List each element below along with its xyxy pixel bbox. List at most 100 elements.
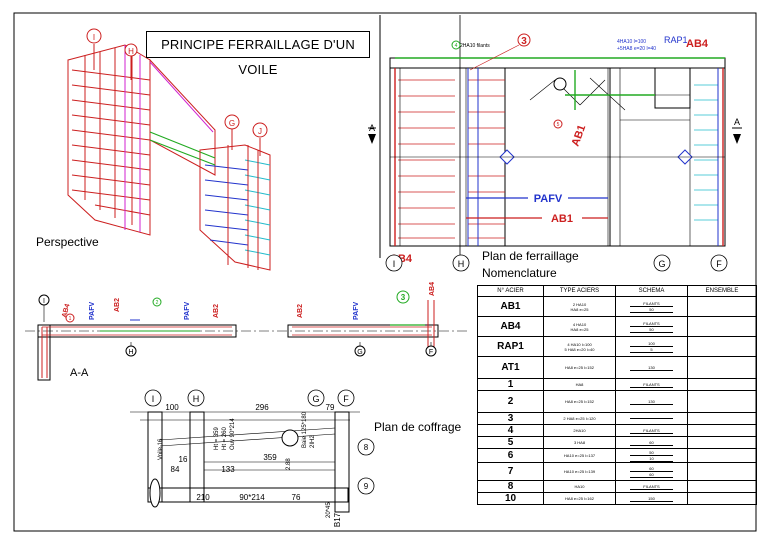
schema-note: 60 xyxy=(630,472,673,478)
steel-schema: 130 xyxy=(615,356,688,379)
header-schema: SCHEMA xyxy=(615,285,688,297)
steel-type-line: 5 HA8 e=20 l=40 xyxy=(564,346,595,352)
schema-note: FILANTS xyxy=(630,301,673,307)
plan-axis-h: H xyxy=(458,259,465,269)
v-288: 2.88 xyxy=(286,458,292,470)
steel-type: HA8 e=25 l=152 xyxy=(543,356,616,379)
steel-type: HA10 xyxy=(543,480,616,493)
steel-type-line: 2HA10 xyxy=(573,428,586,433)
plan-axis-f: F xyxy=(716,259,722,269)
schema-note xyxy=(630,418,673,419)
steel-ensemble xyxy=(687,336,757,357)
steel-type-line: HA8 e=25 xyxy=(570,326,589,332)
cof-axis-8: 8 xyxy=(364,443,369,452)
v-baie: Baie 125*180 xyxy=(302,411,308,448)
steel-ensemble xyxy=(687,390,757,413)
pafv-label: PAFV xyxy=(534,193,563,205)
note-2ha10: 2HA10 filants xyxy=(460,43,490,49)
drawing-title: PRINCIPE FERRAILLAGE D'UN VOILE xyxy=(146,31,370,77)
steel-schema: FILANTS xyxy=(615,480,688,493)
plan-axis-g: G xyxy=(658,259,665,269)
persp-axis-g: G xyxy=(229,119,235,128)
steel-type: HA10 e=25 l=139 xyxy=(543,462,616,481)
steel-type-line: HA10 e=25 l=137 xyxy=(563,453,596,458)
sec-axis-i: I xyxy=(43,298,45,305)
sec-mark-1: 1 xyxy=(69,316,72,322)
sec-pafv1: PAFV xyxy=(89,302,96,320)
steel-schema: 60 xyxy=(615,436,688,449)
rap1-label: RAP1 xyxy=(664,35,688,45)
sec-mark-3: 3 xyxy=(401,293,406,302)
steel-type-line: HA8 e=25 xyxy=(570,306,589,312)
schema-note: 50 xyxy=(630,307,673,313)
steel-mark: 6 xyxy=(477,448,544,463)
plan-axis-i: I xyxy=(393,259,396,269)
persp-axis-j: J xyxy=(258,127,262,136)
steel-type-line: 2 HA8 e=25 l=120 xyxy=(563,416,596,421)
schema-note: FILANTS xyxy=(630,321,673,327)
schema-note: 10 xyxy=(630,456,673,462)
header-type: TYPE ACIERS xyxy=(543,285,616,297)
steel-type: HA8 e=25 l=152 xyxy=(543,390,616,413)
steel-type: HA8 xyxy=(543,378,616,391)
dim-359: 359 xyxy=(263,453,277,462)
steel-ensemble xyxy=(687,296,757,317)
schema-note: 130 xyxy=(630,365,673,371)
steel-type-line: HA8 e=25 l=152 xyxy=(565,399,594,404)
persp-axis-i: I xyxy=(93,33,95,42)
ab1-dim-label: AB1 xyxy=(551,213,573,225)
schema-note: 50 xyxy=(630,450,673,456)
steel-ensemble xyxy=(687,378,757,391)
v-voile16: Voile 16 xyxy=(158,438,164,460)
sec-pafv2: PAFV xyxy=(184,302,191,320)
plan-ferraillage-title: Plan de ferraillage xyxy=(482,249,579,263)
plan-coffrage-view: I H G F 8 9 100 296 79 16 84 133 359 210… xyxy=(130,389,375,527)
sec-axis-g: G xyxy=(357,349,362,356)
schema-note: 60 xyxy=(630,466,673,472)
v-ht260: Ht = 260 xyxy=(222,426,228,450)
v-20x45: 20*45 xyxy=(326,502,332,518)
header-acier: N° ACIER xyxy=(477,285,544,297)
dim-296: 296 xyxy=(255,403,269,412)
dim-210: 210 xyxy=(196,493,210,502)
nomenclature-table: N° ACIER TYPE ACIERS SCHEMA ENSEMBLE AB1… xyxy=(477,285,757,505)
schema-note: 60 xyxy=(630,440,673,446)
steel-ensemble xyxy=(687,436,757,449)
schema-note: 50 xyxy=(630,327,673,333)
dim-16: 16 xyxy=(179,455,188,464)
steel-type: 3 HA8 xyxy=(543,436,616,449)
sec-ab2b: AB2 xyxy=(213,304,220,318)
steel-schema: FILANTS xyxy=(615,424,688,437)
steel-schema: 130 xyxy=(615,390,688,413)
dim-b17: B17 xyxy=(333,512,342,527)
nomenclature-header: N° ACIER TYPE ACIERS SCHEMA ENSEMBLE xyxy=(477,285,757,297)
plan-ferraillage-view: PAFV AB1 A A 2HA10 filants 4 3 4HA10 l=1… xyxy=(368,15,742,272)
steel-schema: FILANTS xyxy=(615,378,688,391)
sheet-frame xyxy=(13,12,757,532)
cof-axis-g: G xyxy=(312,394,319,404)
steel-mark: 5 xyxy=(477,436,544,449)
note-4ha10: 4HA10 l=100 xyxy=(617,39,646,45)
sec-mark-2: 2 xyxy=(156,300,159,306)
steel-ensemble xyxy=(687,480,757,493)
nomenclature-title: Nomenclature xyxy=(482,266,557,280)
steel-mark: 8 xyxy=(477,480,544,493)
cof-axis-f: F xyxy=(343,394,349,404)
steel-ensemble xyxy=(687,492,757,505)
section-mark-right: A xyxy=(734,117,740,127)
sec-ab2a: AB2 xyxy=(114,298,121,312)
steel-ensemble xyxy=(687,424,757,437)
